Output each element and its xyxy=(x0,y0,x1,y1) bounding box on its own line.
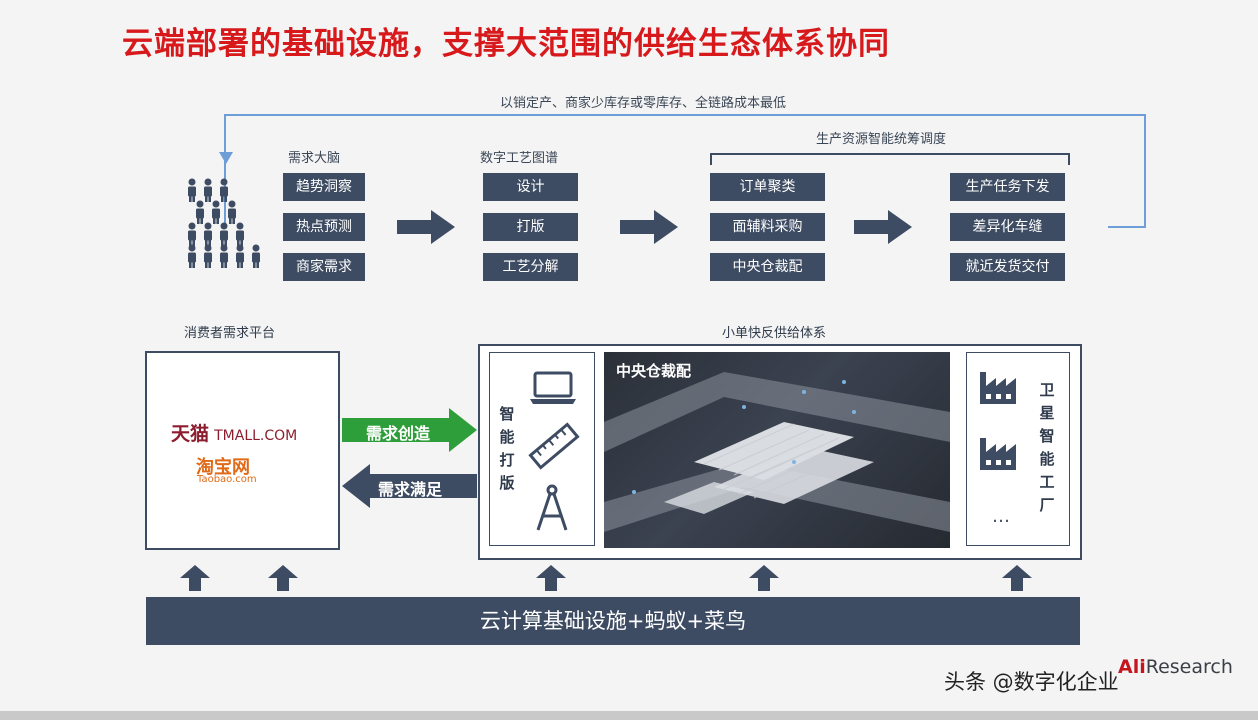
digital-item-process: 工艺分解 xyxy=(483,253,578,281)
cloud-infrastructure-bar: 云计算基础设施+蚂蚁+菜鸟 xyxy=(146,597,1080,645)
satellite-factory-char-4: 能 xyxy=(1039,450,1055,468)
watermark: 头条 @数字化企业 xyxy=(944,670,1119,694)
flow-arrow-1-icon xyxy=(397,210,455,244)
production-item-dispatch: 生产任务下发 xyxy=(950,173,1065,201)
feedback-arrow-head-icon xyxy=(219,152,233,164)
up-arrow-icon xyxy=(536,565,566,591)
tmall-logo-en: TMALL.COM xyxy=(214,428,298,444)
feedback-label: 以销定产、商家少库存或零库存、全链路成本最低 xyxy=(500,96,787,111)
bottom-divider xyxy=(0,711,1258,720)
resource-item-cluster: 订单聚类 xyxy=(710,173,825,201)
demand-satisfy-label: 需求满足 xyxy=(378,480,443,499)
flow-arrow-3-icon xyxy=(854,210,912,244)
demand-brain-title: 需求大脑 xyxy=(288,151,341,166)
satellite-factory-char-5: 工 xyxy=(1039,473,1055,491)
aliresearch-logo-suffix: Research xyxy=(1145,656,1233,678)
scheduling-title: 生产资源智能统筹调度 xyxy=(816,132,947,147)
compass-icon xyxy=(536,484,568,531)
up-arrow-icon xyxy=(1002,565,1032,591)
scheduling-bracket xyxy=(710,153,1070,165)
up-arrow-icon xyxy=(749,565,779,591)
people-pyramid-icon xyxy=(188,178,260,268)
factory-ellipsis: … xyxy=(992,506,1010,527)
ruler-icon xyxy=(528,422,580,470)
feedback-loop-line xyxy=(224,114,1146,228)
satellite-factory-char-3: 智 xyxy=(1039,427,1055,445)
laptop-icon xyxy=(530,371,576,404)
supply-system-title: 小单快反供给体系 xyxy=(722,326,827,341)
demand-item-trend: 趋势洞察 xyxy=(283,173,365,201)
satellite-factory-char-6: 厂 xyxy=(1039,496,1055,514)
aliresearch-logo-prefix: Ali xyxy=(1118,656,1146,678)
factory-icon xyxy=(980,372,1016,404)
demand-item-merchant: 商家需求 xyxy=(283,253,365,281)
warehouse-illustration-icon xyxy=(604,372,950,532)
taobao-logo-en: Taobao.com xyxy=(197,474,257,485)
digital-map-title: 数字工艺图谱 xyxy=(480,151,559,166)
feedback-loop-right-end xyxy=(1108,226,1144,228)
page-title: 云端部署的基础设施，支撑大范围的供给生态体系协同 xyxy=(122,26,890,62)
production-item-sewing: 差异化车缝 xyxy=(950,213,1065,241)
resource-item-purchase: 面辅料采购 xyxy=(710,213,825,241)
consumer-platform-panel: 天猫 TMALL.COM 淘宝网 Taobao.com xyxy=(145,351,340,550)
central-warehouse-image: 中央仓裁配 xyxy=(604,352,950,548)
satellite-factory-char-2: 星 xyxy=(1039,404,1055,422)
resource-item-warehouse: 中央仓裁配 xyxy=(710,253,825,281)
smart-pattern-char-2: 能 xyxy=(499,428,515,446)
aliresearch-logo: AliResearch xyxy=(1118,656,1233,678)
up-arrow-icon xyxy=(268,565,298,591)
smart-pattern-char-1: 智 xyxy=(499,405,515,423)
smart-pattern-char-4: 版 xyxy=(499,474,515,492)
demand-create-label: 需求创造 xyxy=(366,424,431,443)
demand-satisfy-arrow-icon xyxy=(342,464,477,508)
smart-pattern-char-3: 打 xyxy=(499,451,515,469)
demand-create-arrow-icon xyxy=(342,408,477,452)
production-item-delivery: 就近发货交付 xyxy=(950,253,1065,281)
up-arrow-icon xyxy=(180,565,210,591)
satellite-factory-char-1: 卫 xyxy=(1039,381,1055,399)
consumer-platform-title: 消费者需求平台 xyxy=(184,326,276,341)
tmall-logo: 天猫 TMALL.COM xyxy=(171,419,297,446)
taobao-logo-cn: 淘宝网 xyxy=(196,457,250,478)
demand-item-hotspot: 热点预测 xyxy=(283,213,365,241)
central-warehouse-label: 中央仓裁配 xyxy=(616,362,692,380)
tmall-logo-cn: 天猫 xyxy=(171,423,210,445)
factory-icon xyxy=(980,438,1016,470)
digital-item-design: 设计 xyxy=(483,173,578,201)
digital-item-pattern: 打版 xyxy=(483,213,578,241)
flow-arrow-2-icon xyxy=(620,210,678,244)
